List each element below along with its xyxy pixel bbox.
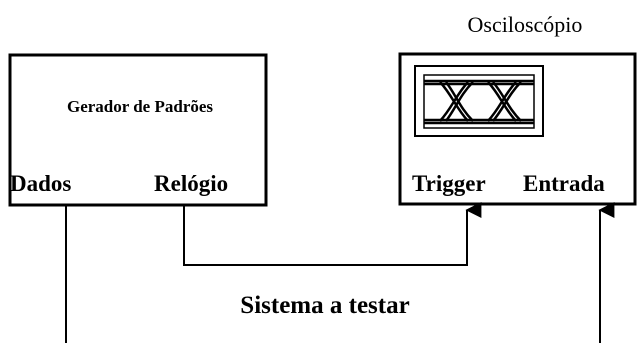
data-output-label: Dados (10, 171, 71, 196)
eye-diagram-screen (414, 65, 544, 137)
pattern-generator-box (8, 53, 268, 207)
system-under-test-label: Sistema a testar (240, 292, 409, 319)
eye-diagram-trace (424, 79, 534, 125)
clock-output-label: Relógio (154, 171, 228, 196)
trigger-input-label: Trigger (412, 171, 486, 196)
oscilloscope-title: Osciloscópio (468, 12, 583, 37)
oscilloscope-box (398, 52, 637, 206)
clock-trigger-connection (183, 202, 482, 266)
signal-input-label: Entrada (523, 171, 605, 196)
pattern-generator-title: Gerador de Padrões (67, 97, 213, 116)
